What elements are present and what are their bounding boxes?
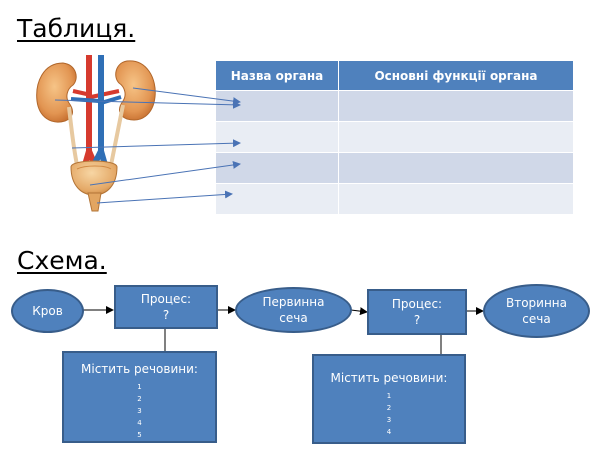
organ-function-cell[interactable] — [338, 183, 574, 215]
contains-substances-box-2: Містить речовини: 1 2 3 4 — [312, 354, 466, 444]
primary-urine-line2: сеча — [279, 311, 308, 325]
blood-node: Кров — [11, 289, 84, 333]
secondary-urine-line1: Вторинна — [505, 295, 568, 310]
substances-list: 1 2 3 4 5 — [137, 381, 141, 441]
process1-question: ? — [162, 308, 170, 322]
table-header-row: Назва органа Основні функції органа — [215, 60, 574, 91]
primary-urine-node: Первинна сеча — [235, 287, 352, 333]
process2-node: Процес: ? — [367, 289, 467, 335]
list-item: 2 — [137, 395, 142, 404]
pointer-arrow-ureter — [71, 139, 241, 149]
secondary-urine-node: Вторинна сеча — [483, 284, 590, 338]
list-item: 1 — [386, 392, 392, 401]
list-item: 5 — [137, 431, 142, 440]
list-item: 3 — [137, 407, 142, 416]
contains-substances-label: Містить речовини: — [330, 371, 448, 385]
process1-node: Процес: ? — [114, 285, 218, 329]
pointer-arrows — [54, 87, 241, 204]
pointer-arrow-urethra — [96, 190, 233, 204]
organ-table: Назва органа Основні функції органа — [215, 60, 574, 215]
list-item: 3 — [386, 416, 392, 425]
secondary-urine-line2: сеча — [522, 312, 551, 326]
table-row — [215, 152, 574, 184]
scheme-title: Схема. — [17, 246, 107, 275]
contains-substances-box-1: Містить речовини: 1 2 3 4 5 — [62, 351, 217, 443]
list-item: 1 — [137, 383, 142, 392]
list-item: 4 — [386, 428, 392, 437]
organ-function-cell[interactable] — [338, 152, 574, 184]
primary-urine-line1: Первинна — [262, 294, 325, 309]
table-row — [215, 183, 574, 215]
list-item: 2 — [386, 404, 392, 413]
list-item: 4 — [137, 419, 142, 428]
substances-list: 1 2 3 4 — [387, 390, 391, 438]
pointer-arrow-kidney — [132, 87, 241, 106]
arrow-primary-urine-to-process2 — [350, 307, 368, 316]
pointer-arrow-kidney-2 — [54, 99, 241, 109]
organ-name-cell[interactable] — [215, 183, 339, 215]
process1-label: Процес: — [140, 291, 192, 306]
process2-label: Процес: — [391, 296, 443, 311]
column-header-organ-functions: Основні функції органа — [338, 60, 574, 91]
table-title: Таблиця. — [17, 14, 136, 43]
blood-label: Кров — [32, 303, 63, 318]
column-header-organ-name: Назва органа — [215, 60, 339, 91]
urinary-system-illustration — [36, 55, 156, 212]
organ-function-cell[interactable] — [338, 90, 574, 122]
table-row — [215, 121, 574, 153]
pointer-arrow-bladder — [89, 161, 241, 186]
organ-function-cell[interactable] — [338, 121, 574, 153]
process2-question: ? — [413, 313, 421, 327]
contains-substances-label: Містить речовини: — [81, 362, 198, 376]
